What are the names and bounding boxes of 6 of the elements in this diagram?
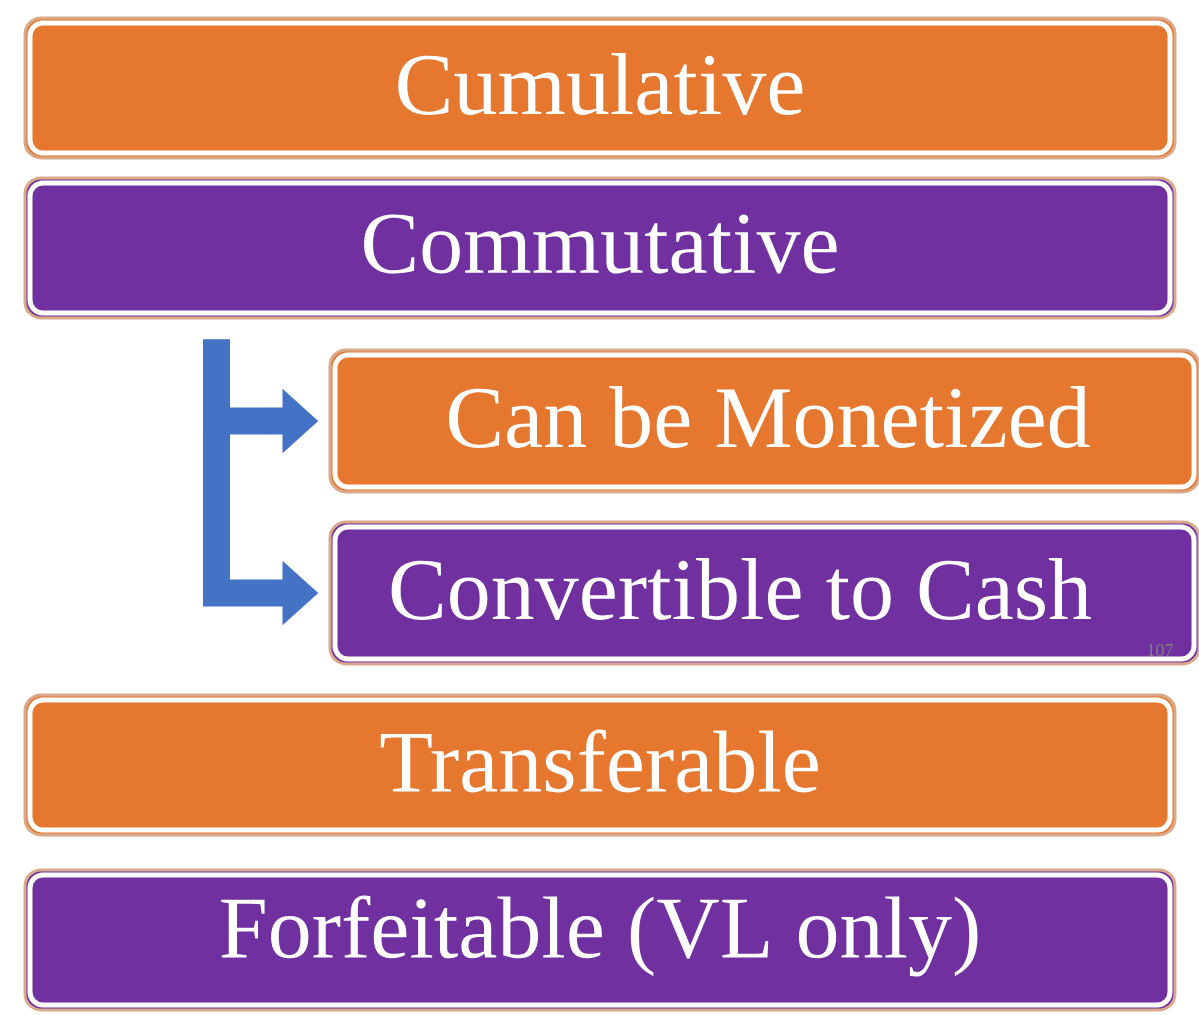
banner-box: Transferable [23, 693, 1177, 837]
banner-box: Cumulative [23, 16, 1177, 160]
banner-box: Can be Monetized [328, 348, 1199, 494]
slide-number: 107 [1148, 643, 1173, 657]
banner-box: Forfeitable (VL only) [23, 868, 1177, 1012]
banner-box: Commutative [23, 176, 1177, 320]
